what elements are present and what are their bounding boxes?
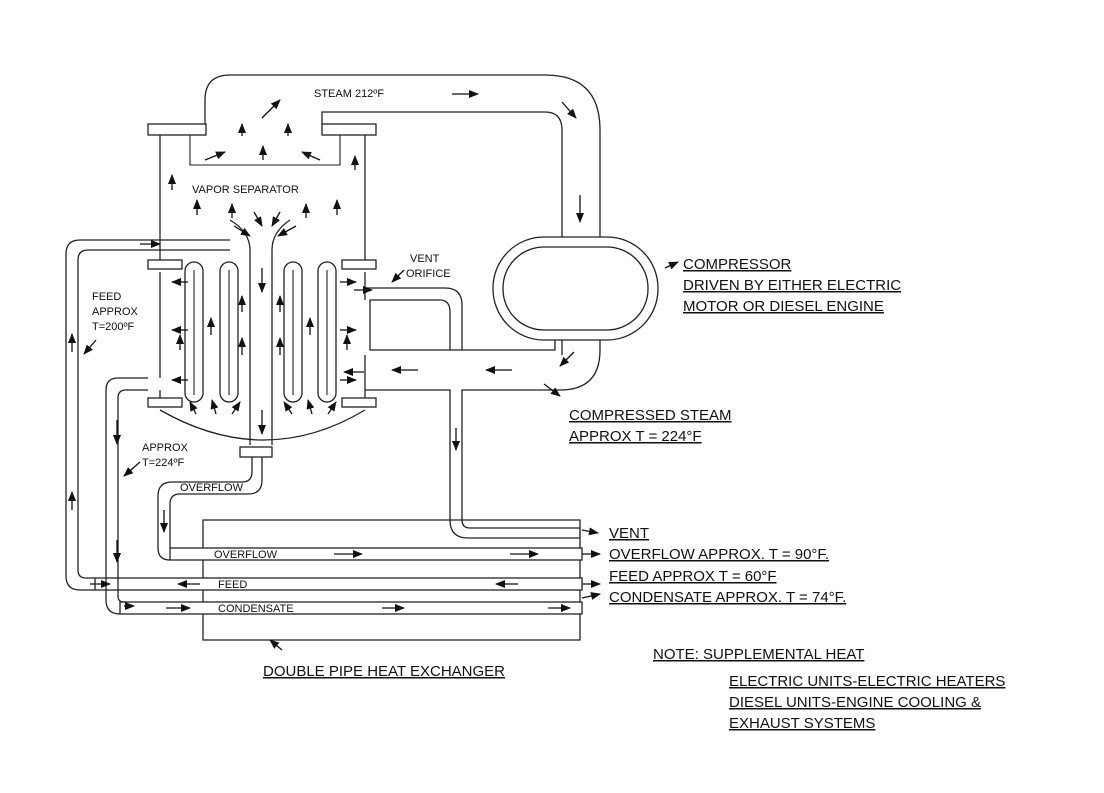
compressed-steam-label-2: APPROX T = 224°F [569,428,702,445]
note-line-1: ELECTRIC UNITS-ELECTRIC HEATERS [729,673,1005,690]
feed-outlet-label: FEED APPROX T = 60°F [609,568,777,585]
note-title: NOTE: SUPPLEMENTAL HEAT [653,646,864,663]
compressed-steam-label-1: COMPRESSED STEAM [569,407,732,424]
condensate-outlet-label: CONDENSATE APPROX. T = 74°F. [609,589,846,606]
steam-label: STEAM 212ºF [314,88,384,100]
flow-arrows [68,90,679,651]
labels: STEAM 212ºF VAPOR SEPARATOR VENT ORIFICE… [92,88,1005,732]
overflow-upper-label: OVERFLOW [180,482,244,494]
vent-outlet-label: VENT [609,525,649,542]
vent-orifice-label-2: ORIFICE [406,268,451,280]
condensate-line [105,377,148,615]
note-line-3: EXHAUST SYSTEMS [729,715,875,732]
feed-approx-label-1: FEED [92,291,121,303]
evaporator-vessel [147,123,377,466]
feed-line [65,239,230,591]
feed-approx-label-2: APPROX [92,306,139,318]
vent-orifice-label-1: VENT [410,253,440,265]
compressor-label-1: COMPRESSOR [683,256,792,273]
heat-exchanger-label: DOUBLE PIPE HEAT EXCHANGER [263,663,505,680]
steam-dome-pipe [204,74,601,355]
overflow-outlet-label: OVERFLOW APPROX. T = 90°F. [609,546,829,563]
approx-label-1: APPROX [142,442,189,454]
compressor [492,236,659,341]
compressor-label-2: DRIVEN BY EITHER ELECTRIC [683,277,901,294]
condensate-inner-label: CONDENSATE [218,603,294,615]
feed-inner-label: FEED [218,579,247,591]
vent-line [449,519,581,539]
feed-approx-label-3: T=200ºF [92,321,135,333]
approx-label-2: T=224ºF [142,457,185,469]
compressor-label-3: MOTOR OR DIESEL ENGINE [683,298,884,315]
overflow-lower-label: OVERFLOW [214,549,278,561]
note-line-2: DIESEL UNITS-ENGINE COOLING & [729,694,981,711]
overflow-line [157,466,263,561]
double-pipe-heat-exchanger [94,519,583,641]
vapor-separator-label: VAPOR SEPARATOR [192,184,299,196]
